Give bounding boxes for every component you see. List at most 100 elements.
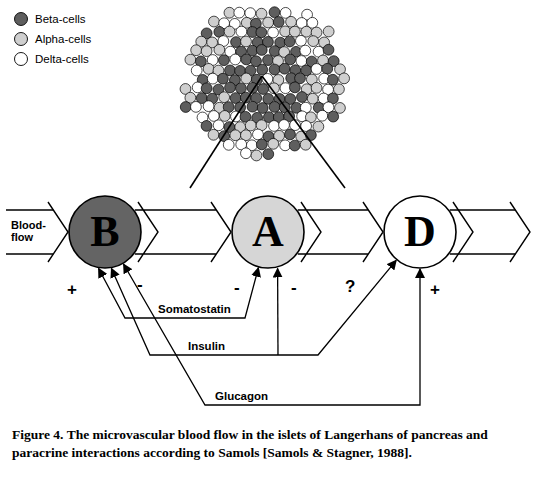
cell-letter: B	[90, 210, 119, 254]
islet-cell	[207, 73, 218, 84]
islet-cell	[231, 37, 242, 48]
islet-cell	[208, 129, 219, 140]
cell-type-circle: B	[68, 195, 142, 269]
islet-cell	[327, 74, 338, 85]
islet-cell	[317, 110, 328, 121]
islet-cell	[269, 102, 280, 113]
islet-cell	[311, 82, 322, 93]
islet-cell	[322, 63, 333, 74]
islet-cell	[224, 26, 235, 37]
islet-cell	[263, 17, 274, 28]
islet-cell	[289, 26, 300, 37]
effect-sign: -	[137, 276, 143, 295]
islet-cell	[273, 17, 284, 28]
islet-cell	[339, 73, 350, 84]
islet-cell	[209, 16, 220, 27]
effect-sign: -	[291, 279, 297, 298]
islet-cell	[219, 55, 230, 66]
circle-shape	[232, 196, 304, 268]
blood-flow-arrow	[135, 202, 231, 262]
islet-cell	[241, 36, 252, 47]
paracrine-arrow	[111, 260, 396, 355]
effect-sign: -	[234, 279, 240, 298]
legend-entry: Beta-cells	[13, 11, 86, 27]
effect-sign: ?	[345, 278, 355, 297]
islet-cell	[323, 44, 334, 55]
islet-cell	[263, 55, 274, 66]
islet-cell	[285, 129, 296, 140]
islet-cell	[213, 120, 224, 131]
paracrine-arrow	[99, 268, 259, 318]
magnification-line	[262, 76, 345, 188]
islet-cell	[203, 63, 214, 74]
islet-cell	[247, 101, 258, 112]
islet-cell	[257, 103, 268, 114]
islet-cell	[308, 36, 319, 47]
islet-cell	[334, 84, 345, 95]
islet-cell	[296, 35, 307, 46]
outflow-arrow	[450, 202, 530, 262]
legend-swatch	[13, 11, 29, 27]
effect-sign: +	[430, 281, 440, 300]
islet-cell	[300, 45, 311, 56]
islet-cell	[279, 63, 290, 74]
legend-swatch	[13, 31, 29, 47]
islet-cell	[223, 139, 234, 150]
islet-cell	[224, 7, 235, 18]
circle-shape	[69, 196, 141, 268]
islet-cell	[230, 54, 241, 65]
flow-band-line	[6, 209, 53, 210]
islet-cell	[297, 92, 308, 103]
legend-entry: Alpha-cells	[13, 31, 91, 47]
flow-chevron	[510, 202, 530, 262]
blood-flow-arrow	[298, 202, 383, 262]
islet-cell	[185, 54, 196, 65]
figure-caption: Figure 4. The microvascular blood flow i…	[12, 426, 530, 462]
islet-cell	[191, 45, 202, 56]
swatch-circle	[15, 53, 28, 66]
islet-cell	[253, 129, 264, 140]
cell-type-circle: D	[383, 195, 457, 269]
islet-cell	[258, 84, 269, 95]
islet-cell	[241, 148, 252, 159]
islet-cell	[284, 36, 295, 47]
flow-label: Blood-flow	[11, 219, 53, 243]
flow-chevron	[48, 202, 68, 262]
islet-cell	[311, 64, 322, 75]
islet-cell	[180, 102, 191, 113]
legend-swatch	[13, 51, 29, 67]
flow-band-line	[450, 209, 516, 210]
islet-cell	[241, 54, 252, 65]
islet-cell	[219, 111, 230, 122]
islet-cell	[256, 27, 267, 38]
islet-cell	[268, 138, 279, 149]
islet-cell	[251, 150, 262, 161]
islet-cell	[328, 111, 339, 122]
islet-cell	[280, 26, 291, 37]
legend-text: Alpha-cells	[35, 33, 91, 45]
islet-cell	[296, 56, 307, 67]
legend-entry: Delta-cells	[13, 51, 89, 67]
cell-type-circle: A	[231, 195, 305, 269]
islet-cell	[269, 64, 280, 75]
islet-cell	[201, 121, 212, 132]
islet-cell	[256, 139, 267, 150]
cell-letter: D	[404, 210, 436, 254]
circle-shape	[384, 196, 456, 268]
flow-band-line	[6, 253, 53, 254]
islet-cell	[280, 140, 291, 151]
islet-cell-cluster	[180, 7, 349, 161]
islet-cell	[285, 54, 296, 65]
islet-cell	[305, 130, 316, 141]
islet-cell	[214, 44, 225, 55]
islet-cell	[203, 101, 214, 112]
swatch-circle	[15, 13, 28, 26]
islet-cell	[236, 26, 247, 37]
islet-cell	[219, 92, 230, 103]
islet-cell	[263, 149, 274, 160]
islet-cell	[191, 101, 202, 112]
islet-cell	[289, 82, 300, 93]
magnification-line	[190, 76, 262, 188]
cell-letter: A	[252, 210, 284, 254]
